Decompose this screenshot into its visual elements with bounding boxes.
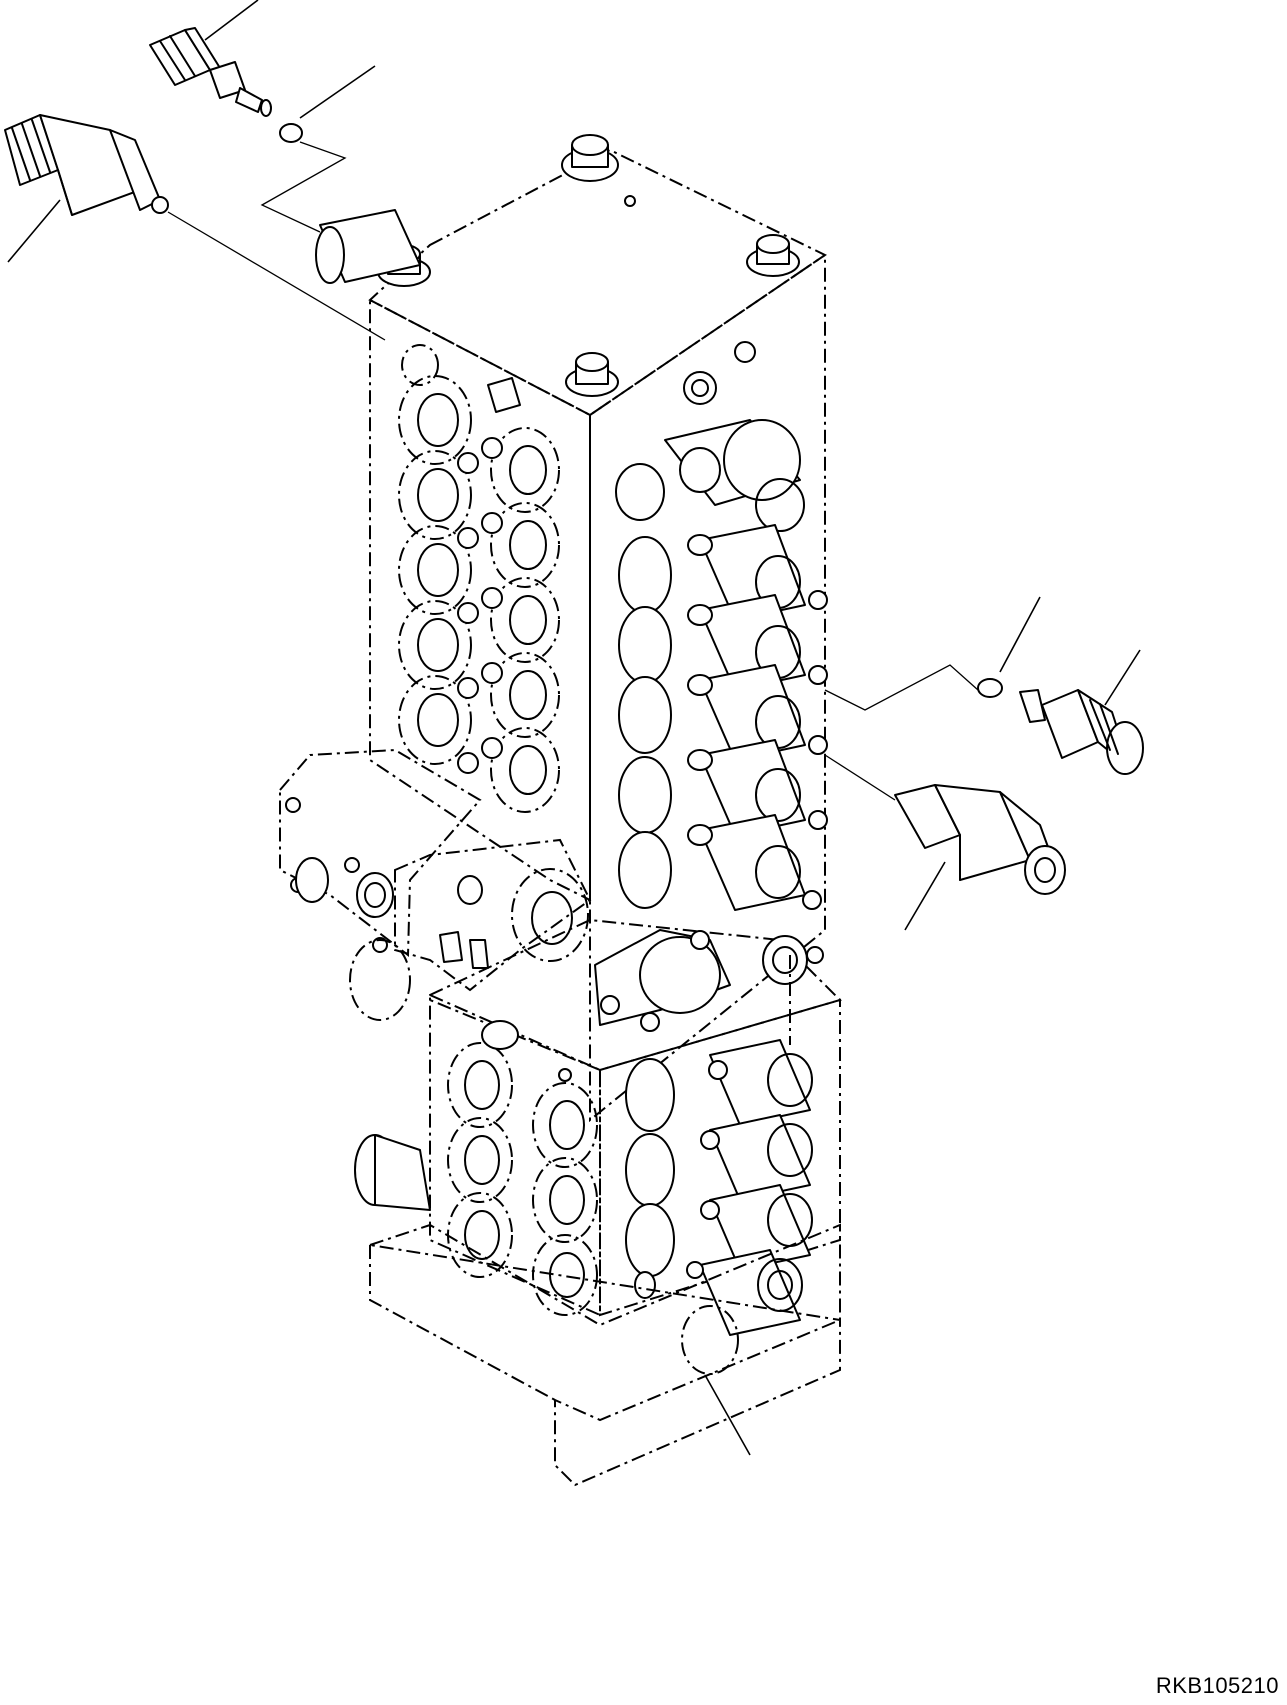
spool-stack-lower-right bbox=[625, 1039, 813, 1336]
drawing-reference-code: RKB105210 bbox=[1155, 1673, 1279, 1698]
control-valve-upper-block bbox=[315, 134, 828, 1123]
o-ring-top bbox=[260, 65, 376, 233]
relief-valve-right bbox=[824, 754, 1066, 931]
base-plate bbox=[369, 1223, 841, 1487]
relief-valve-left bbox=[4, 114, 386, 341]
auxiliary-valve-block bbox=[279, 748, 592, 1021]
control-valve-lower-block bbox=[354, 918, 842, 1487]
o-ring-right bbox=[824, 596, 1041, 711]
pressure-sensor-right bbox=[1019, 649, 1144, 775]
pressure-sensor-top bbox=[149, 0, 272, 117]
spool-stack-right bbox=[615, 419, 828, 911]
